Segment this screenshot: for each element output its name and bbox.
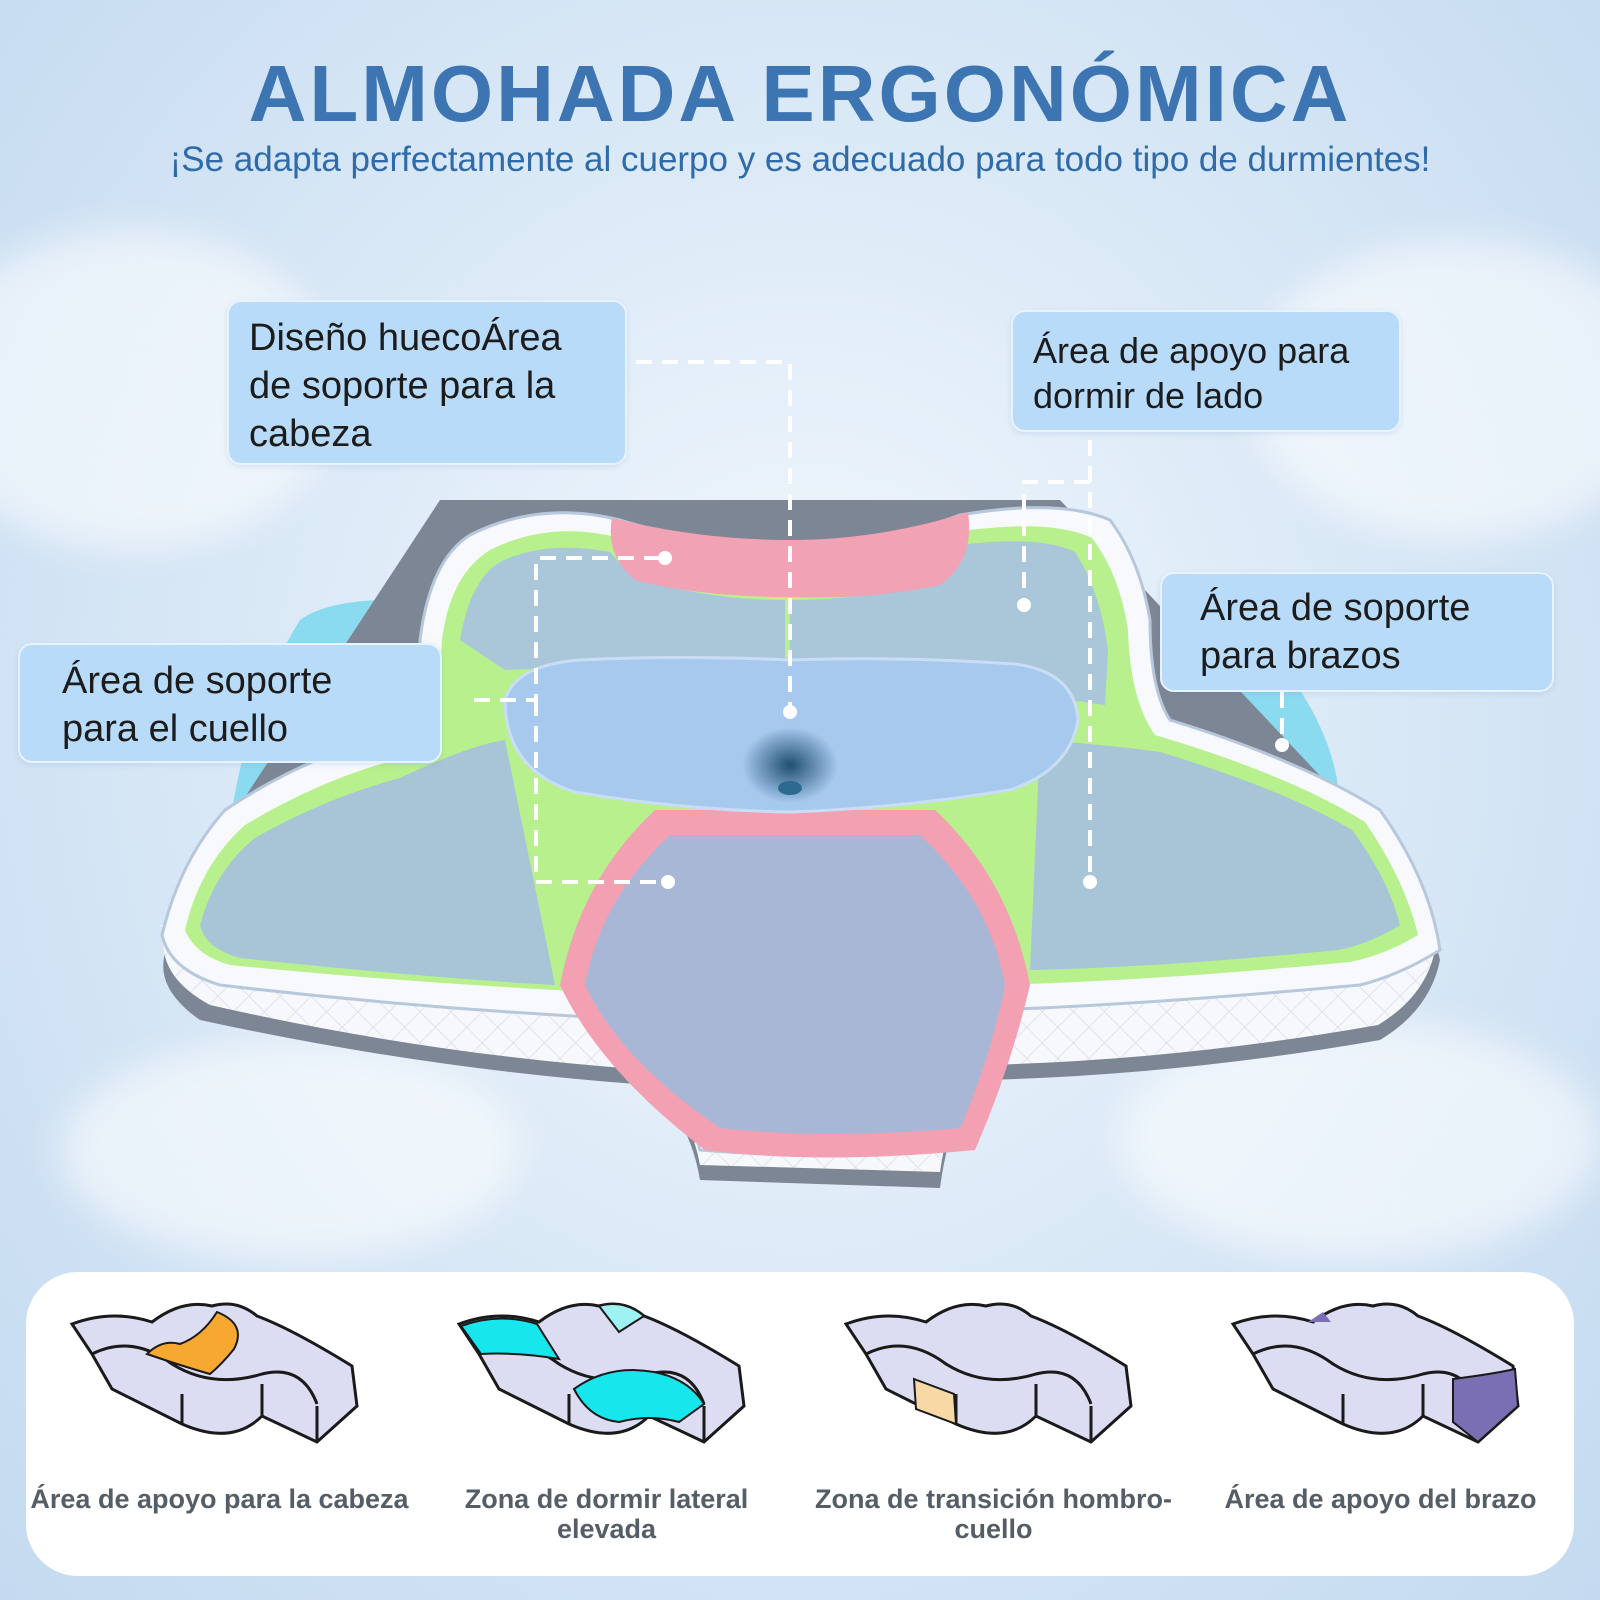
pillow-arm-support-icon <box>1230 1302 1520 1444</box>
leader-neck <box>474 556 665 702</box>
zone-lower-inner <box>585 835 1005 1134</box>
leader-side-sleep-2 <box>1022 480 1090 605</box>
pillow-head-support-icon <box>69 1302 359 1444</box>
features-panel: Área de apoyo para la cabeza Zona de dor… <box>26 1272 1574 1576</box>
feature-label: Área de apoyo del brazo <box>1224 1484 1537 1514</box>
feature-label: Zona de transición hombro-cuello <box>814 1484 1172 1544</box>
feature-label: Zona de dormir lateral elevada <box>464 1484 749 1544</box>
feature-label: Área de apoyo para la cabeza <box>30 1484 409 1514</box>
page-title: ALMOHADA ERGONÓMICA <box>248 49 1352 138</box>
zone-right-wing <box>1030 740 1400 970</box>
feature-side-sleep: Zona de dormir lateral elevada <box>413 1272 800 1576</box>
callout-side-sleep: Área de apoyo para dormir de lado <box>1011 310 1401 432</box>
feature-head-support: Área de apoyo para la cabeza <box>26 1272 413 1576</box>
callout-arm-support: Área de soporte para brazos <box>1160 572 1554 692</box>
leader-neck-bottom <box>534 700 668 884</box>
feature-shoulder-neck: Zona de transición hombro-cuello <box>800 1272 1187 1576</box>
zone-upper-left <box>460 547 785 670</box>
callout-hollow-design: Diseño huecoÁrea de soporte para la cabe… <box>227 300 627 465</box>
callout-neck-support: Área de soporte para el cuello <box>18 643 442 763</box>
hollow-center <box>742 727 838 803</box>
page-subtitle: ¡Se adapta perfectamente al cuerpo y es … <box>169 140 1431 179</box>
background-cloud <box>60 1040 520 1260</box>
feature-arm-support: Área de apoyo del brazo <box>1187 1272 1574 1576</box>
zone-left-wing <box>200 740 555 985</box>
pillow-shoulder-neck-icon <box>843 1302 1133 1444</box>
pillow-side-sleep-icon <box>456 1302 746 1444</box>
